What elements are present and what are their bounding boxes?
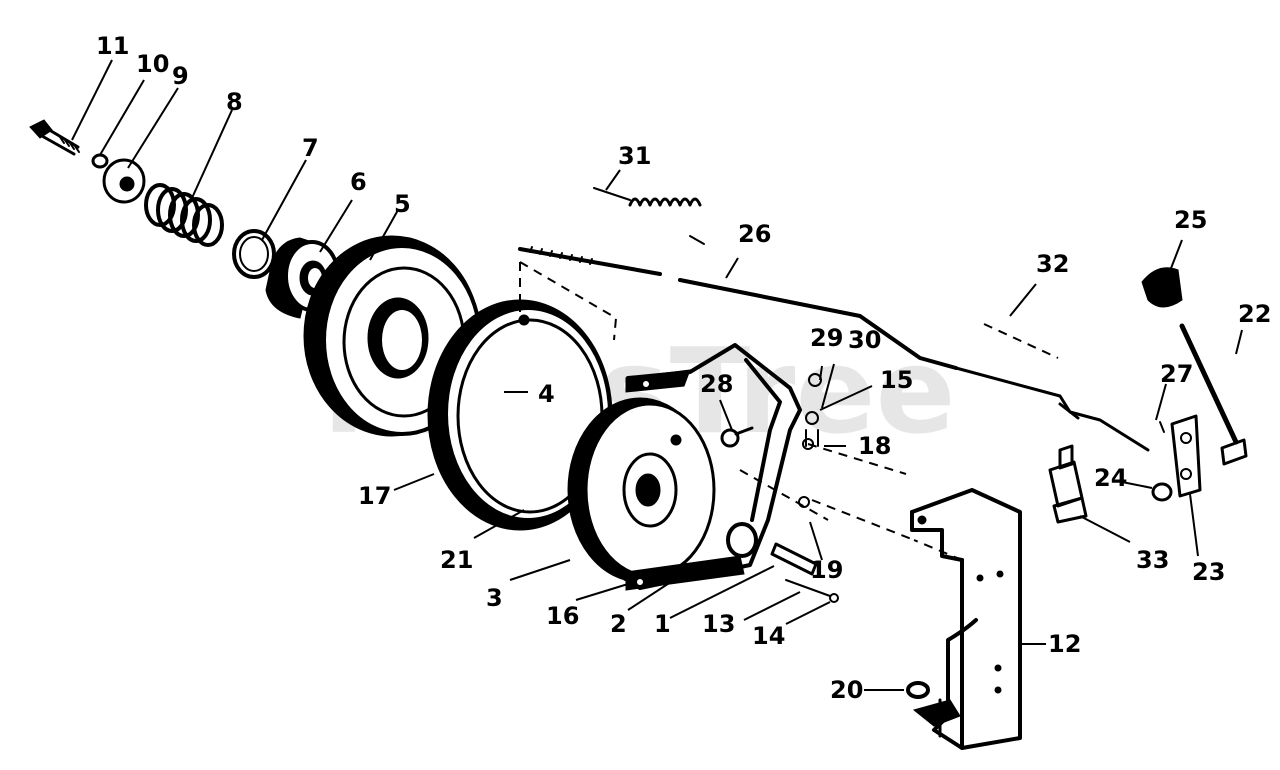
label-14: 14 [752,622,785,650]
part-8-spring [144,183,224,247]
label-32: 32 [1036,250,1069,278]
label-13: 13 [702,610,735,638]
part-22-lever [1179,323,1248,466]
part-17-brake-ring [427,299,613,531]
callout-labels: 11 10 9 8 7 6 5 4 17 21 3 16 2 1 13 14 1… [96,32,1271,704]
leader-lines [71,59,1243,691]
label-20: 20 [830,676,863,704]
label-24: 24 [1094,464,1127,492]
part-9-cup-washer [102,158,146,204]
part-24-nut [1151,482,1173,502]
label-11: 11 [96,32,129,60]
label-25: 25 [1174,206,1207,234]
part-3-brake-disc [567,397,716,583]
label-3: 3 [486,584,503,612]
label-18: 18 [858,432,891,460]
part-7-snap-ring [232,229,276,279]
label-8: 8 [226,88,243,116]
label-7: 7 [302,134,319,162]
part-11-bolt [29,119,80,156]
label-16: 16 [546,602,579,630]
part-10-washer [91,153,109,169]
label-23: 23 [1192,558,1225,586]
label-27: 27 [1160,360,1193,388]
label-30: 30 [848,326,881,354]
label-6: 6 [350,168,367,196]
part-14-cotter [829,593,839,603]
part-32-brake-rod [954,323,1150,452]
label-9: 9 [172,62,189,90]
label-15: 15 [880,366,913,394]
label-28: 28 [700,370,733,398]
part-27-screw [1159,421,1165,433]
part-19-pin [770,542,818,576]
label-4: 4 [538,380,555,408]
label-12: 12 [1048,630,1081,658]
part-26-rod [518,246,958,370]
part-31-spring [593,187,705,245]
label-33: 33 [1136,546,1169,574]
label-29: 29 [810,324,843,352]
part-23-plate [1170,414,1202,498]
part-12-bracket [910,488,1022,750]
label-31: 31 [618,142,651,170]
label-2: 2 [610,610,627,638]
label-19: 19 [810,556,843,584]
label-26: 26 [738,220,771,248]
assembly-guide-lines [519,261,963,561]
part-washer-top [798,496,810,508]
part-2-brake-arm [622,343,802,591]
part-28-stud [720,426,754,448]
label-5: 5 [394,190,411,218]
label-10: 10 [136,50,169,78]
label-1: 1 [654,610,671,638]
part-20-washer [906,681,930,699]
part-33-switch [1048,444,1088,524]
part-13-pin [785,579,831,597]
label-22: 22 [1238,300,1271,328]
label-21: 21 [440,546,473,574]
label-17: 17 [358,482,391,510]
part-25-knob [1141,267,1183,308]
